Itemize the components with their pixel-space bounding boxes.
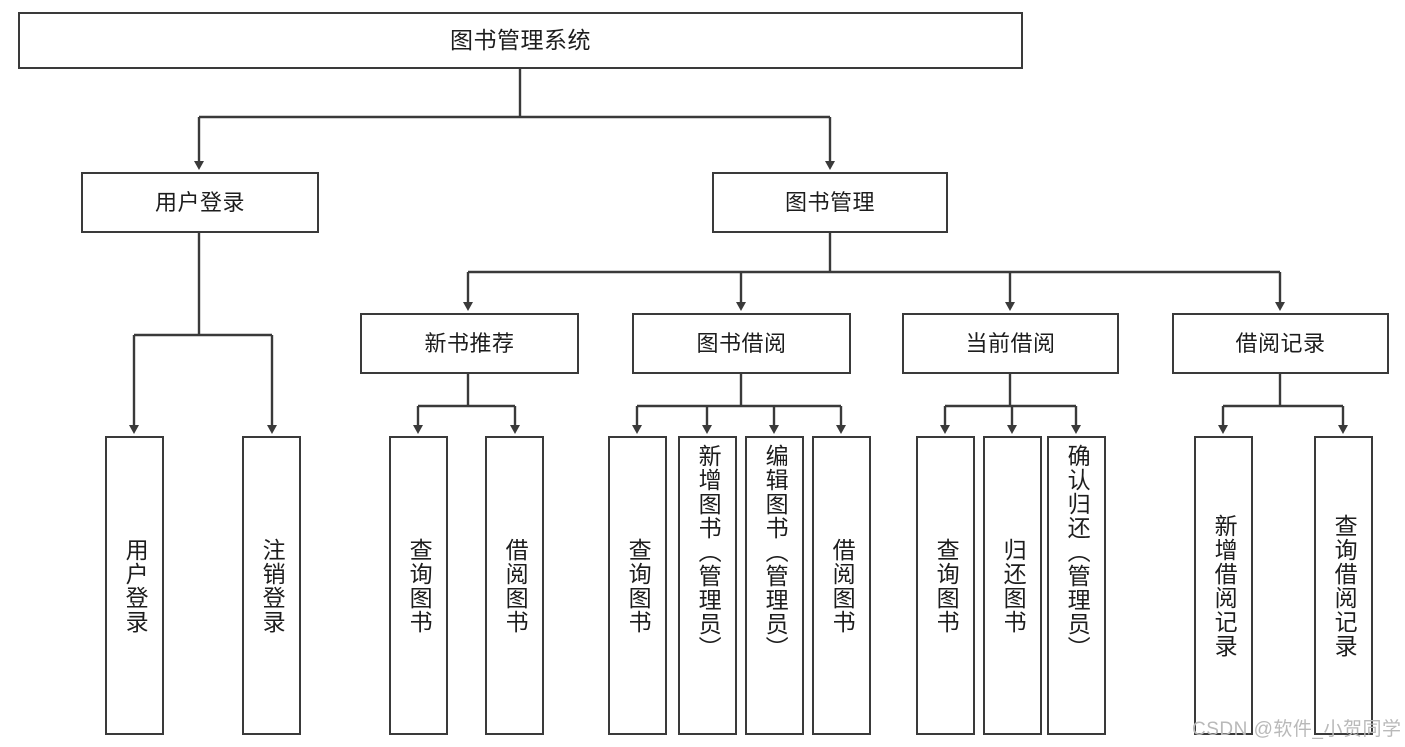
node-user-login-label: 用户登录	[154, 189, 245, 215]
node-leaf-add-borrow-record-label: 新增借阅记录	[1211, 513, 1238, 658]
node-leaf-add-book-admin-label: 新增图书（管理员）	[695, 444, 722, 660]
node-leaf-query-book-1-label: 查询图书	[406, 537, 433, 634]
node-root-label: 图书管理系统	[450, 27, 591, 54]
node-leaf-query-book-2-label: 查询图书	[625, 537, 652, 634]
node-book-management[interactable]: 图书管理	[712, 172, 948, 233]
node-leaf-confirm-return-admin[interactable]: 确认归还（管理员）	[1047, 436, 1106, 735]
node-current-borrow-label: 当前借阅	[965, 330, 1056, 356]
node-borrow-record[interactable]: 借阅记录	[1172, 313, 1389, 374]
node-leaf-query-book-1[interactable]: 查询图书	[389, 436, 448, 735]
node-leaf-query-book-3-label: 查询图书	[933, 537, 960, 634]
node-leaf-borrow-book-1[interactable]: 借阅图书	[485, 436, 544, 735]
node-book-management-label: 图书管理	[784, 189, 875, 215]
node-leaf-return-book[interactable]: 归还图书	[983, 436, 1042, 735]
node-leaf-borrow-book-1-label: 借阅图书	[502, 537, 529, 634]
node-leaf-logout[interactable]: 注销登录	[242, 436, 301, 735]
node-leaf-query-borrow-record[interactable]: 查询借阅记录	[1314, 436, 1373, 735]
watermark: CSDN @软件_小贺同学	[1192, 719, 1402, 740]
node-leaf-logout-label: 注销登录	[259, 537, 286, 634]
node-leaf-return-book-label: 归还图书	[1000, 537, 1027, 634]
node-user-login[interactable]: 用户登录	[81, 172, 319, 233]
node-leaf-edit-book-admin[interactable]: 编辑图书（管理员）	[745, 436, 804, 735]
node-leaf-user-login[interactable]: 用户登录	[105, 436, 164, 735]
node-new-book-recommend-label: 新书推荐	[424, 330, 515, 356]
node-leaf-add-borrow-record[interactable]: 新增借阅记录	[1194, 436, 1253, 735]
node-current-borrow[interactable]: 当前借阅	[902, 313, 1119, 374]
node-book-borrow-label: 图书借阅	[696, 330, 787, 356]
node-borrow-record-label: 借阅记录	[1235, 330, 1326, 356]
node-leaf-query-book-2[interactable]: 查询图书	[608, 436, 667, 735]
node-leaf-query-borrow-record-label: 查询借阅记录	[1331, 513, 1358, 658]
node-book-borrow[interactable]: 图书借阅	[632, 313, 851, 374]
node-leaf-add-book-admin[interactable]: 新增图书（管理员）	[678, 436, 737, 735]
node-leaf-edit-book-admin-label: 编辑图书（管理员）	[762, 444, 789, 660]
node-leaf-user-login-label: 用户登录	[122, 537, 149, 634]
node-leaf-borrow-book-2-label: 借阅图书	[829, 537, 856, 634]
node-leaf-borrow-book-2[interactable]: 借阅图书	[812, 436, 871, 735]
node-new-book-recommend[interactable]: 新书推荐	[360, 313, 579, 374]
node-leaf-confirm-return-admin-label: 确认归还（管理员）	[1064, 444, 1091, 660]
node-leaf-query-book-3[interactable]: 查询图书	[916, 436, 975, 735]
node-root[interactable]: 图书管理系统	[18, 12, 1023, 69]
